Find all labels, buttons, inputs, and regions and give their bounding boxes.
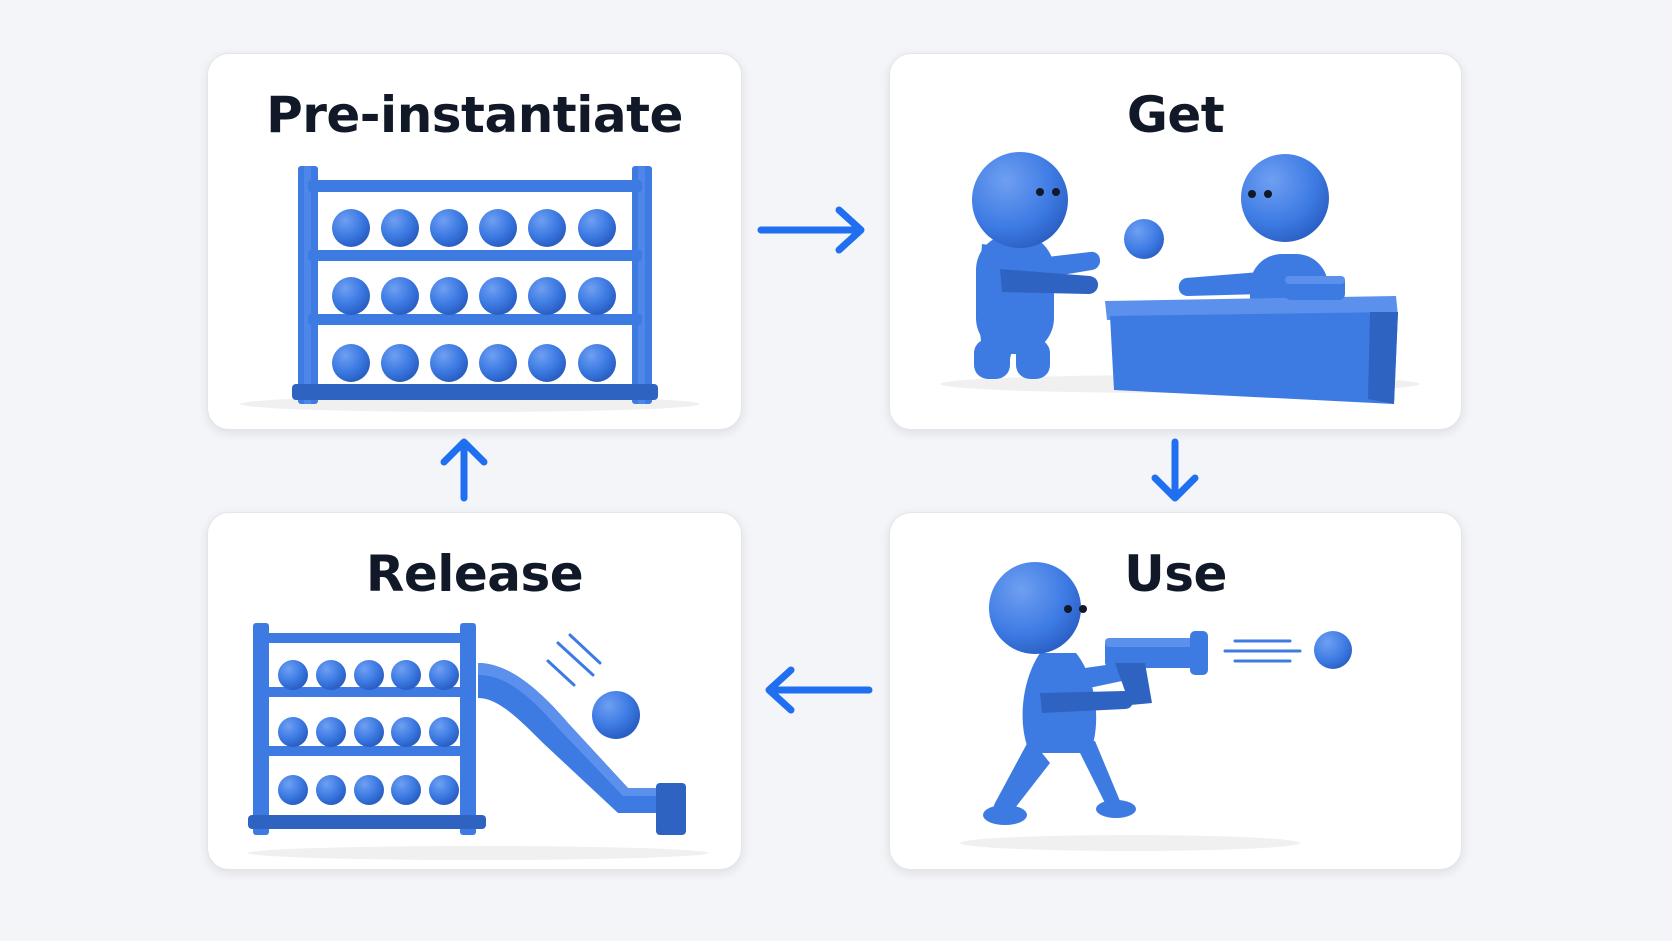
step-card-release: Release	[207, 512, 742, 870]
step-card-get: Get	[889, 53, 1462, 430]
arrow-down-icon	[1147, 436, 1203, 506]
step-card-preinstantiate: Pre-instantiate	[207, 53, 742, 430]
hand-over-object-icon	[890, 54, 1462, 430]
arrow-left-icon	[755, 662, 875, 718]
arrow-right-icon	[755, 202, 875, 258]
arrow-up-icon	[436, 434, 492, 504]
ball-rack-icon	[208, 54, 742, 430]
shooter-icon	[890, 513, 1462, 870]
rack-with-slide-icon	[208, 513, 742, 870]
step-card-use: Use	[889, 512, 1462, 870]
